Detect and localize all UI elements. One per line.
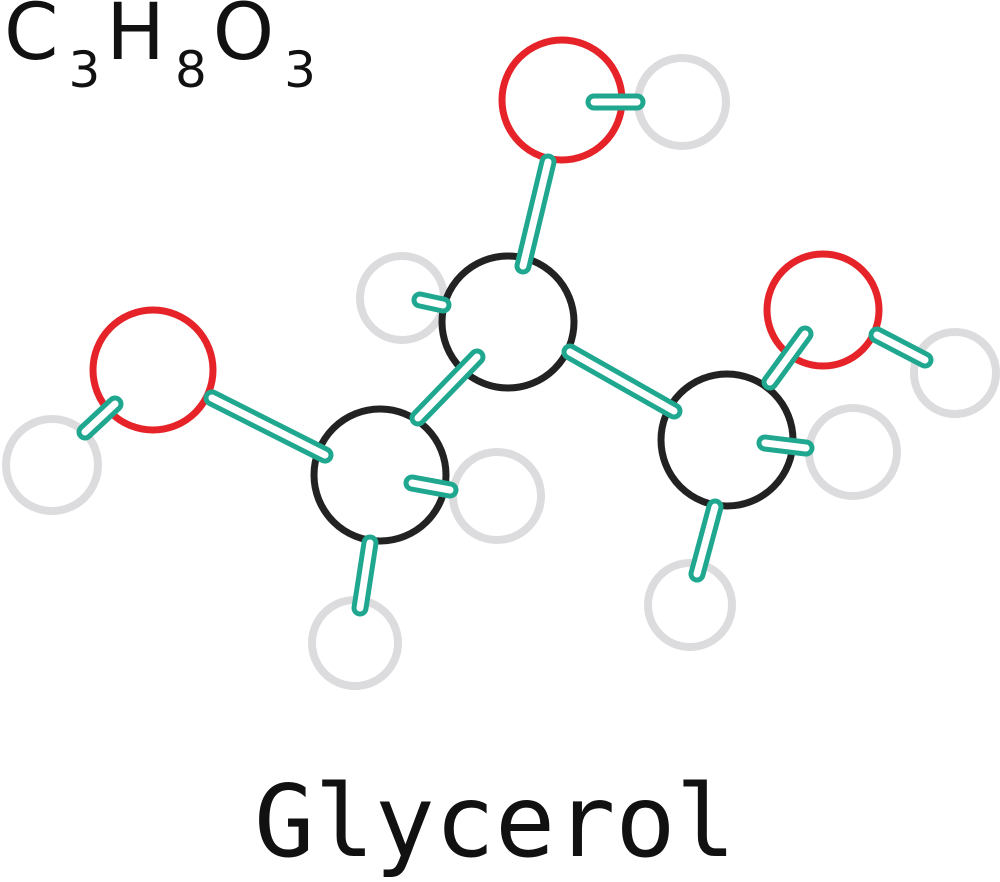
bond-o1-c1 — [203, 389, 334, 464]
bond-c1-h6 — [351, 534, 379, 617]
bond-c3-o3 — [761, 325, 814, 391]
oxygen-atom-o3 — [763, 250, 883, 370]
bond-o1-h1 — [76, 395, 124, 441]
hydrogen-atom-h1 — [2, 415, 102, 515]
hydrogen-atom-h3 — [910, 328, 1000, 418]
molecule-name: Glycerol — [254, 763, 736, 880]
hydrogen-atom-h5 — [449, 448, 545, 544]
bond-o3-h3 — [868, 326, 934, 369]
bond-c2-c3 — [561, 343, 683, 420]
hydrogen-atom-h7 — [805, 404, 901, 500]
oxygen-atom-o1 — [89, 306, 217, 434]
carbon-atom-c2 — [438, 252, 578, 392]
hydrogen-atom-h2 — [634, 54, 730, 150]
bond-c3-h7 — [756, 434, 815, 457]
bond-c2-o2 — [514, 153, 557, 275]
carbon-atom-c1 — [310, 405, 450, 545]
bond-c1-c2 — [409, 348, 486, 427]
bond-c1-h5 — [403, 474, 459, 499]
bond-c2-h4 — [411, 291, 452, 314]
hydrogen-atom-h8 — [644, 559, 736, 651]
bond-c3-h8 — [688, 498, 724, 583]
